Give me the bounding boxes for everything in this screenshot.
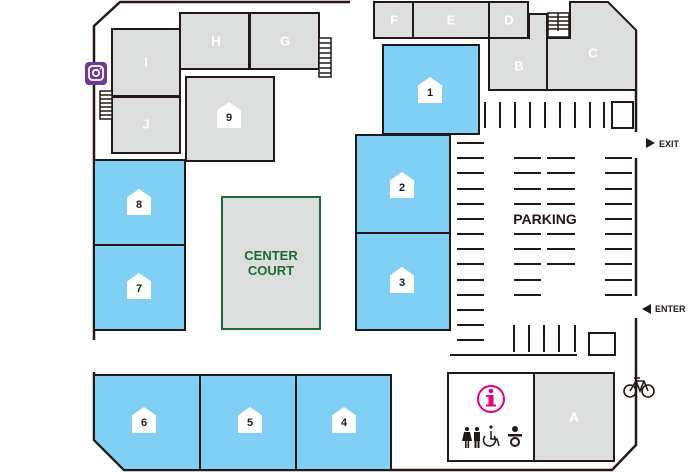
info-icon bbox=[477, 385, 505, 413]
shop-number: 2 bbox=[398, 182, 406, 194]
unit-label-E: E bbox=[446, 12, 456, 28]
unit-label-F: F bbox=[390, 12, 398, 28]
unit-label-B: B bbox=[514, 58, 524, 74]
center-court-label: CENTER COURT bbox=[244, 248, 297, 278]
shop-number: 1 bbox=[426, 87, 434, 99]
center-court-line2: COURT bbox=[247, 263, 295, 278]
triangle-right-icon bbox=[646, 138, 655, 148]
gray-units-northeast bbox=[373, 1, 637, 91]
unit-D[interactable] bbox=[488, 1, 529, 39]
unit-label-C: C bbox=[588, 45, 598, 61]
unit-label-G: G bbox=[279, 33, 291, 49]
exit-label: EXIT bbox=[659, 139, 680, 149]
wheelchair-icon bbox=[482, 425, 500, 447]
shop-6-marker[interactable]: 6 bbox=[132, 407, 156, 433]
unit-C[interactable] bbox=[546, 1, 637, 91]
parking-lines bbox=[450, 102, 632, 356]
shop-2-marker[interactable]: 2 bbox=[390, 172, 414, 198]
stairs-icon bbox=[99, 90, 113, 120]
unit-label-I: I bbox=[144, 54, 148, 70]
shop-3-marker[interactable]: 3 bbox=[390, 267, 414, 293]
unit-label-J: J bbox=[142, 116, 150, 132]
stairs-icon bbox=[547, 12, 570, 38]
unit-label-A: A bbox=[569, 409, 579, 425]
shop-number: 9 bbox=[225, 112, 233, 124]
shop-number: 6 bbox=[140, 417, 148, 429]
shop-5-marker[interactable]: 5 bbox=[238, 407, 262, 433]
baby-changing-icon bbox=[508, 426, 522, 447]
shop-number: 8 bbox=[135, 199, 143, 211]
shop-number: 4 bbox=[340, 417, 348, 429]
unit-J[interactable] bbox=[111, 96, 181, 154]
bicycle-parking-icon bbox=[623, 377, 655, 398]
parking-booth bbox=[588, 332, 616, 356]
unit-B[interactable] bbox=[488, 13, 548, 91]
unit-label-H: H bbox=[211, 33, 221, 49]
parking-booth bbox=[611, 101, 634, 129]
parking-label: PARKING bbox=[513, 211, 577, 227]
triangle-left-icon bbox=[642, 304, 651, 314]
shop-1-marker[interactable]: 1 bbox=[418, 77, 442, 103]
shop-number: 5 bbox=[246, 417, 254, 429]
shop-number: 7 bbox=[135, 283, 143, 295]
unit-E[interactable] bbox=[412, 1, 490, 39]
shop-4-marker[interactable]: 4 bbox=[332, 407, 356, 433]
shop-number: 3 bbox=[398, 277, 406, 289]
center-court-line1: CENTER bbox=[244, 248, 298, 263]
shop-9-marker[interactable]: 9 bbox=[217, 102, 241, 128]
center-court-area[interactable] bbox=[221, 196, 321, 330]
gray-units-northwest bbox=[111, 12, 320, 162]
restroom-icon bbox=[462, 427, 480, 448]
unit-label-D: D bbox=[504, 12, 514, 28]
unit-A[interactable] bbox=[533, 372, 615, 462]
unit-H[interactable] bbox=[179, 12, 250, 70]
shop-8-marker[interactable]: 8 bbox=[127, 189, 151, 215]
instagram-icon[interactable] bbox=[85, 62, 107, 85]
shop-7-marker[interactable]: 7 bbox=[127, 273, 151, 299]
enter-label: ENTER bbox=[655, 304, 686, 314]
stairs-icon bbox=[318, 37, 332, 78]
service-block bbox=[447, 372, 615, 462]
